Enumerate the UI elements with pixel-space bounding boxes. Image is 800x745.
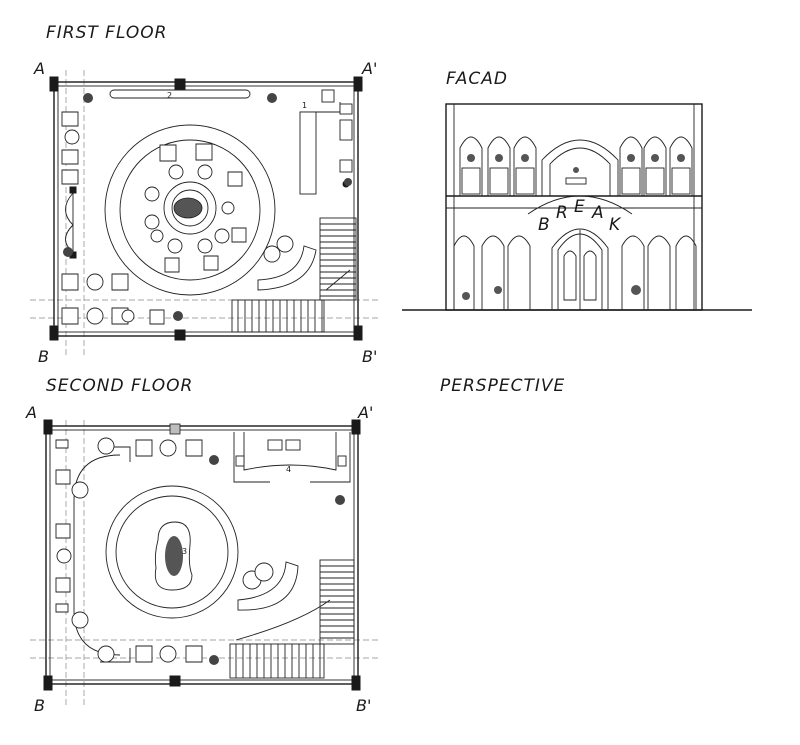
bottom-seating [97, 645, 203, 663]
staircase [229, 559, 355, 679]
room-number: 1 [302, 101, 307, 110]
left-seating [55, 469, 89, 629]
column [351, 419, 361, 435]
room-number: 4 [286, 465, 291, 474]
column [351, 675, 361, 691]
facade-title: FACAD [446, 69, 508, 89]
bench [109, 89, 251, 99]
sign-letter: B [538, 215, 550, 235]
column [43, 675, 53, 691]
top-seating [55, 437, 203, 457]
first-floor-title: FIRST FLOOR [46, 23, 167, 43]
section-mark-b-prime: B' [362, 347, 377, 366]
column [49, 76, 59, 92]
upper-arched-windows [459, 136, 693, 196]
curved-sofa [235, 561, 331, 641]
column [169, 423, 181, 435]
restroom-block: 4 [233, 432, 351, 483]
room-number: 3 [182, 547, 187, 556]
column [174, 329, 186, 341]
column [353, 76, 363, 92]
sign-letter: K [609, 215, 622, 235]
sign-letter: E [574, 197, 585, 217]
left-seating [61, 111, 80, 185]
section-mark-a-prime: A' [357, 403, 373, 422]
section-mark-a-prime: A' [361, 59, 377, 78]
sign-letter: A [591, 203, 604, 223]
column [169, 675, 181, 687]
plant-icon [209, 455, 345, 665]
bottom-seating [61, 273, 165, 325]
section-mark-b: B [34, 696, 45, 715]
entrance-door [65, 186, 77, 259]
column [43, 419, 53, 435]
circular-dining-area [104, 124, 276, 296]
staircase [231, 217, 357, 333]
section-mark-a: A [33, 59, 45, 78]
room-number: 2 [167, 91, 172, 100]
bar-counter: 1 [299, 89, 353, 195]
planter-centerpiece [173, 197, 203, 219]
perspective-title: PERSPECTIVE [440, 376, 565, 396]
first-floor-plan: 2 3 [30, 59, 380, 366]
second-floor-title: SECOND FLOOR [46, 376, 193, 396]
round-table-seats [144, 143, 247, 273]
curved-sofa [257, 235, 317, 291]
second-floor-plan: 4 3 [25, 403, 380, 715]
sign-letter: R [556, 203, 568, 223]
central-void [105, 485, 239, 619]
facade-elevation: B R E A K [402, 103, 752, 311]
column [49, 325, 59, 341]
section-mark-a: A [25, 403, 37, 422]
section-mark-b-prime: B' [356, 696, 371, 715]
facade-door [551, 228, 609, 310]
central-planter [154, 521, 193, 591]
plant-icon [63, 93, 352, 321]
column [353, 325, 363, 341]
section-mark-b: B [38, 347, 49, 366]
column [174, 78, 186, 90]
facade-sign: B R E A K [527, 195, 633, 235]
lower-arched-openings [453, 235, 697, 310]
